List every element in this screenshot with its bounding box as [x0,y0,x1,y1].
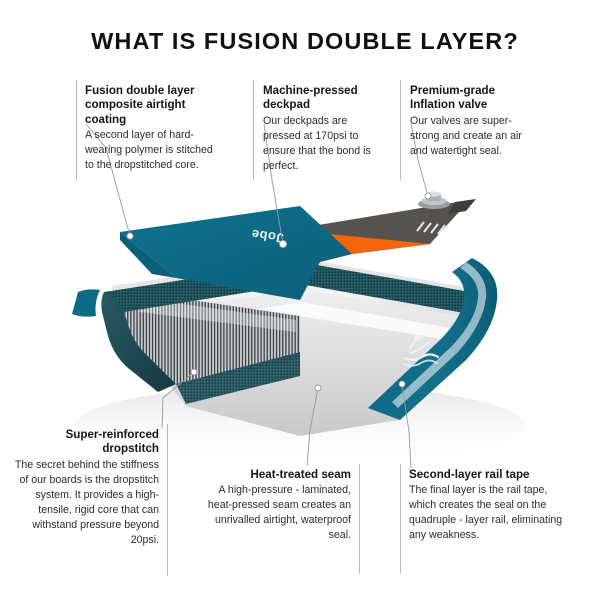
callout-railtape-body: The final layer is the rail tape, which … [409,484,563,542]
divider-deckpad [253,80,254,180]
deck-top-layer: Jobe [120,191,476,300]
peeled-layer-flap-left [72,289,100,317]
deck-teal-plate [120,206,352,300]
rail-tape-gap [392,262,487,408]
second-layer-rail-tape [368,258,498,420]
divider-seam [359,464,360,574]
divider-dropstitch [167,424,168,576]
callout-seam-body: A high-pressure - laminated, heat-presse… [207,484,351,542]
fiber-sheen [126,296,296,332]
callout-coating-body: A second layer of hard-wearing polymer i… [85,129,213,172]
callout-dropstitch: Super-reinforced dropstitch The secret b… [14,428,159,548]
leader-lines [85,123,432,469]
callout-valve-heading: Premium-grade Inflation valve [410,84,496,112]
page-title: WHAT IS FUSION DOUBLE LAYER? [91,28,519,54]
paddler-logo-icon [403,335,440,367]
dropstitch-fibers [121,290,300,384]
callout-coating-heading: Fusion double layer composite airtight c… [85,84,195,126]
inflation-valve [418,191,450,209]
deck-stripes [416,221,446,235]
callout-dropstitch-heading: Super-reinforced dropstitch [65,428,159,456]
callout-deckpad: Machine-pressed deckpad Our deckpads are… [263,84,379,174]
callout-deckpad-heading: Machine-pressed deckpad [263,84,358,112]
divider-coating [76,80,77,180]
callout-railtape: Second-layer rail tape The final layer i… [409,468,569,544]
callout-seam-heading: Heat-treated seam [250,468,351,481]
callout-railtape-heading: Second-layer rail tape [409,468,530,481]
dropstitch-bottom-weave [176,352,300,404]
dropstitch-end-cap [101,290,176,392]
rail-tape-band [368,258,498,420]
callout-valve-body: Our valves are super-strong and create a… [410,114,522,157]
deck-brand-wordmark: Jobe [250,227,284,246]
callout-seam: Heat-treated seam A high-pressure - lami… [203,468,351,544]
callout-deckpad-body: Our deckpads are pressed at 170psi to en… [263,114,371,172]
callout-valve: Premium-grade Inflation valve Our valves… [410,84,538,159]
divider-railtape [400,464,401,574]
dropstitch-core-block [72,262,470,404]
callout-coating: Fusion double layer composite airtight c… [85,84,217,173]
deck-teal-tail [120,232,176,278]
deck-nose-tip [448,199,476,214]
divider-valve [400,80,401,180]
rail-weave-right [300,262,470,314]
callout-dropstitch-body: The secret behind the stiffness of our b… [14,458,159,546]
